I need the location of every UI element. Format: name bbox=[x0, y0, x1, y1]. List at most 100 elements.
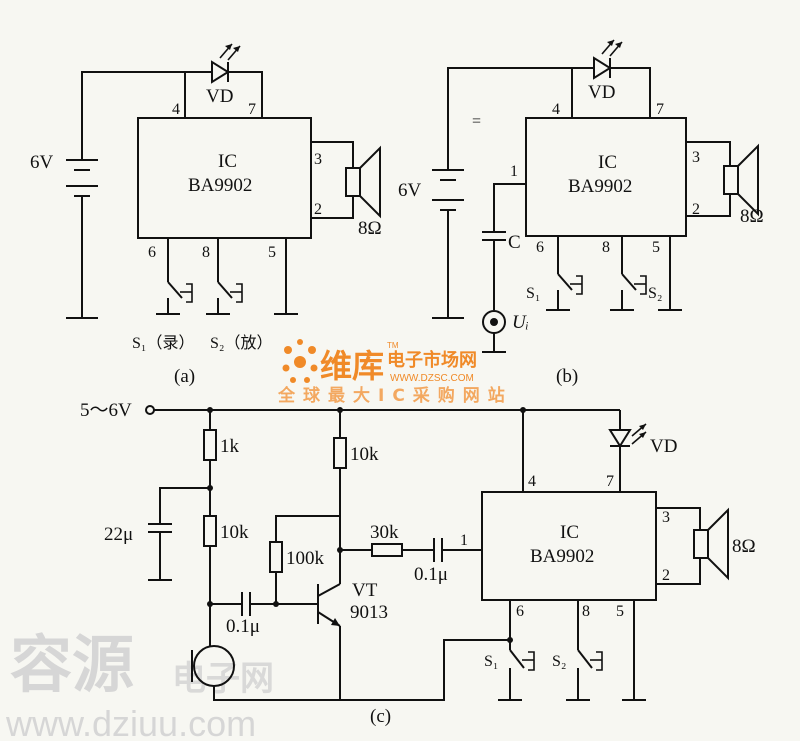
speaker-icon bbox=[311, 141, 381, 219]
dzsc-tag: 电子市场网 bbox=[387, 349, 477, 371]
pin-1-c: 1 bbox=[460, 532, 468, 549]
resistor-100k-icon bbox=[269, 515, 340, 604]
pin-5-a: 5 bbox=[268, 244, 276, 261]
pin-3-b: 3 bbox=[692, 149, 700, 166]
dzsc-tm: TM bbox=[387, 341, 399, 350]
ic-part-b: BA9902 bbox=[568, 176, 632, 197]
c2-label-c: 0.1μ bbox=[226, 616, 260, 637]
speaker-label-c: 8Ω bbox=[732, 536, 756, 557]
switch-s1-label-a: S₁（录） bbox=[132, 334, 194, 352]
pin-2-c: 2 bbox=[662, 567, 670, 584]
circuit-c: 5～6V 1k 22μ bbox=[80, 400, 756, 727]
panel-label-a: (a) bbox=[174, 366, 195, 387]
pin-8-a: 8 bbox=[202, 244, 210, 261]
led-icon bbox=[185, 43, 263, 118]
pin-6-a: 6 bbox=[148, 244, 156, 261]
transistor-icon bbox=[317, 583, 341, 700]
ic-chip-b bbox=[525, 117, 687, 237]
dzsc-watermark: 维库 电子市场网 TM WWW.DZSC.COM 全球最大IC采购网站 bbox=[277, 339, 513, 406]
capacitor-icon bbox=[482, 183, 526, 310]
dziuu-url: www.dziuu.com bbox=[5, 703, 256, 741]
pin-8-b: 8 bbox=[602, 239, 610, 256]
switch-s2-icon bbox=[610, 236, 647, 311]
switch-s2-label-c: S₂ bbox=[552, 653, 566, 670]
led-label-a: VD bbox=[206, 86, 233, 107]
switch-s2-icon bbox=[566, 600, 603, 701]
pin-2-a: 2 bbox=[314, 201, 322, 218]
resistor-10k-icon bbox=[203, 515, 217, 646]
panel-label-c: (c) bbox=[370, 706, 391, 727]
ground-icon bbox=[274, 238, 298, 315]
battery-icon bbox=[432, 67, 573, 319]
panel-label-b: (b) bbox=[556, 366, 578, 387]
circuit-b: IC BA9902 = 6V VD 4 7 bbox=[398, 39, 764, 387]
pin-7-b: 7 bbox=[656, 101, 664, 118]
switch-s2-label-b: S₂ bbox=[648, 285, 662, 302]
speaker-icon bbox=[686, 141, 759, 217]
r4-label-c: 100k bbox=[286, 548, 325, 569]
pin-7-a: 7 bbox=[248, 101, 256, 118]
led-label-b: VD bbox=[588, 82, 615, 103]
ic-name-a: IC bbox=[218, 151, 237, 172]
stray-mark-b: = bbox=[472, 113, 481, 130]
switch-s1-label-b: S₁ bbox=[526, 285, 540, 302]
transistor-label-c: VT bbox=[352, 580, 378, 601]
switch-s2-label-a: S₂（放） bbox=[210, 334, 272, 352]
switch-s2-icon bbox=[206, 238, 243, 315]
dziuu-tag: 电子网 bbox=[172, 659, 274, 699]
pin-2-b: 2 bbox=[692, 201, 700, 218]
dzsc-brand: 维库 bbox=[320, 347, 384, 385]
ground-icon bbox=[658, 236, 682, 311]
switch-s1-label-c: S₁ bbox=[484, 653, 498, 670]
pin-7-c: 7 bbox=[606, 473, 614, 490]
circuit-a: IC BA9902 6V VD 4 7 3 bbox=[30, 43, 382, 387]
led-label-c: VD bbox=[650, 436, 677, 457]
c1-label-c: 22μ bbox=[104, 524, 133, 545]
r1-label-c: 1k bbox=[220, 436, 240, 457]
capacitor-0.1u-ic-icon bbox=[433, 538, 482, 562]
supply-label-a: 6V bbox=[30, 152, 54, 173]
microphone-icon bbox=[191, 639, 510, 701]
ic-part-a: BA9902 bbox=[188, 175, 252, 196]
cap-label-b: C bbox=[508, 232, 521, 253]
pin-4-a: 4 bbox=[172, 101, 180, 118]
pin-6-b: 6 bbox=[536, 239, 544, 256]
switch-s1-icon bbox=[156, 238, 193, 315]
resistor-1k-icon bbox=[203, 410, 217, 516]
pin-5-c: 5 bbox=[616, 603, 624, 620]
dzsc-url: WWW.DZSC.COM bbox=[390, 373, 474, 384]
pin-3-a: 3 bbox=[314, 151, 322, 168]
switch-s1-icon bbox=[498, 600, 535, 701]
pin-5-b: 5 bbox=[652, 239, 660, 256]
led-icon bbox=[608, 410, 647, 492]
ic-chip-a bbox=[137, 117, 312, 239]
supply-terminal-icon bbox=[145, 405, 155, 415]
pin-6-c: 6 bbox=[516, 603, 524, 620]
pin-4-c: 4 bbox=[528, 473, 536, 490]
speaker-label-a: 8Ω bbox=[358, 218, 382, 239]
ic-name-c: IC bbox=[560, 522, 579, 543]
battery-icon bbox=[66, 71, 186, 319]
led-icon bbox=[572, 39, 651, 118]
pin-3-c: 3 bbox=[662, 509, 670, 526]
dzsc-slogan: 全球最大IC采购网站 bbox=[277, 385, 513, 406]
ic-part-c: BA9902 bbox=[530, 546, 594, 567]
supply-label-c: 5～6V bbox=[80, 400, 132, 421]
speaker-label-b: 8Ω bbox=[740, 206, 764, 227]
r5-label-c: 30k bbox=[370, 522, 399, 543]
c3-label-c: 0.1μ bbox=[414, 564, 448, 585]
ground-icon bbox=[622, 600, 646, 701]
transistor-part-c: 9013 bbox=[350, 602, 388, 623]
speaker-icon bbox=[656, 507, 729, 585]
input-jack-icon bbox=[482, 310, 506, 353]
resistor-30k-icon bbox=[340, 543, 434, 557]
pin-4-b: 4 bbox=[552, 101, 560, 118]
dziuu-brand: 容源 bbox=[10, 628, 134, 701]
input-label-b: Uᵢ bbox=[512, 312, 529, 333]
dzsc-logo-icon bbox=[282, 339, 318, 383]
r2-label-c: 10k bbox=[220, 522, 249, 543]
capacitor-22u-icon bbox=[148, 487, 210, 581]
dziuu-watermark: 容源 电子网 www.dziuu.com bbox=[5, 628, 274, 741]
pin-1-b: 1 bbox=[510, 163, 518, 180]
